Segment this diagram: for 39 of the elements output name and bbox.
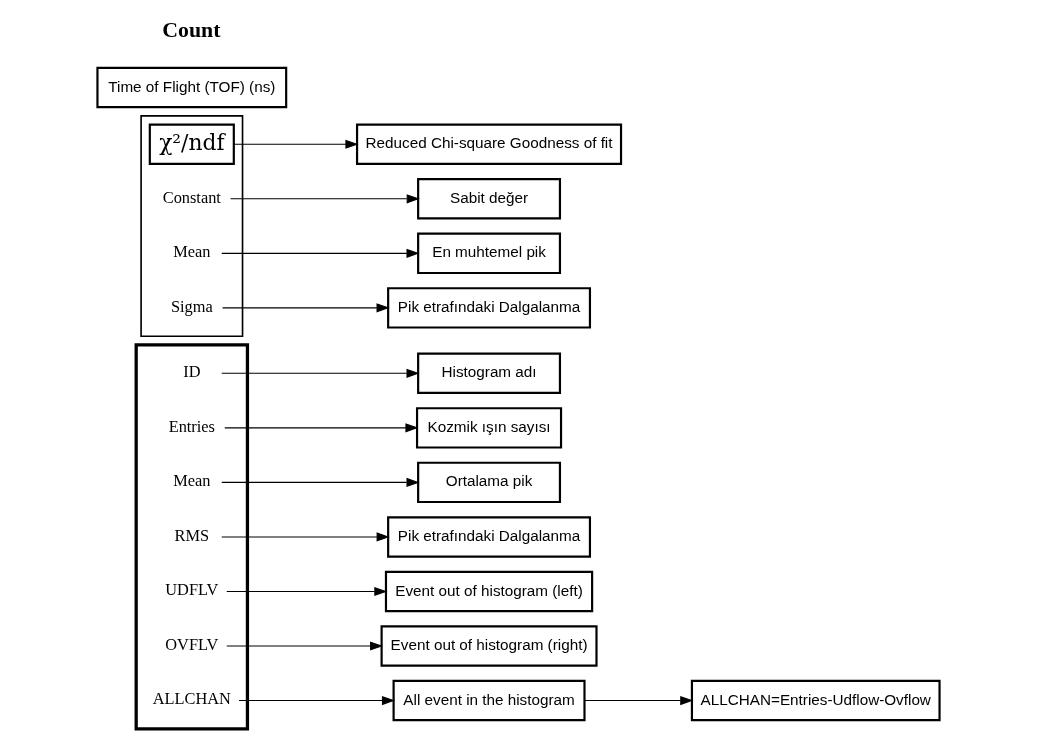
node-box: Kozmik ışın sayısı xyxy=(415,406,563,449)
label: Count xyxy=(162,17,221,42)
node-box: Event out of histogram (right) xyxy=(380,624,598,667)
arrow xyxy=(224,422,419,432)
node-box: χ²/ndf xyxy=(148,123,235,165)
cluster xyxy=(134,342,250,731)
arrow xyxy=(226,586,388,596)
node-text: Sigma xyxy=(170,296,213,316)
node-text: OVFLV xyxy=(165,634,219,654)
node-box: ALLCHAN=Entries-Udflow-Ovflow xyxy=(690,679,941,721)
node-text: RMS xyxy=(174,525,210,545)
arrow xyxy=(221,248,420,258)
node-text: ALLCHAN xyxy=(152,688,231,708)
arrow xyxy=(221,531,390,541)
node-box: Pik etrafındaki Dalgalanma xyxy=(387,515,592,558)
arrow xyxy=(226,640,384,651)
node-box: Ortalama pik xyxy=(417,461,562,503)
node-text: Constant xyxy=(162,187,221,207)
node-text: Mean xyxy=(173,241,211,261)
node-box: Sabit değer xyxy=(417,177,562,219)
arrow xyxy=(230,193,420,203)
cluster xyxy=(140,114,244,337)
arrow xyxy=(584,695,694,705)
node-box: Pik etrafındaki Dalgalanma xyxy=(387,286,592,329)
arrow xyxy=(221,477,420,487)
arrow xyxy=(238,695,396,705)
node-box: Histogram adı xyxy=(417,352,562,394)
arrow xyxy=(233,139,359,149)
node-box: All event in the histogram xyxy=(392,679,586,721)
arrow xyxy=(221,368,420,378)
node-text: UDFLV xyxy=(165,579,219,599)
node-text: Mean xyxy=(173,470,211,490)
node-box: Time of Flight (TOF) (ns) xyxy=(96,66,288,108)
node-text: Entries xyxy=(168,416,215,436)
node-box: En muhtemel pik xyxy=(417,232,562,274)
node-box: Reduced Chi-square Goodness of fit xyxy=(356,123,623,165)
node-text: ID xyxy=(183,361,201,381)
arrow xyxy=(222,302,390,312)
node-box: Event out of histogram (left) xyxy=(384,570,594,612)
